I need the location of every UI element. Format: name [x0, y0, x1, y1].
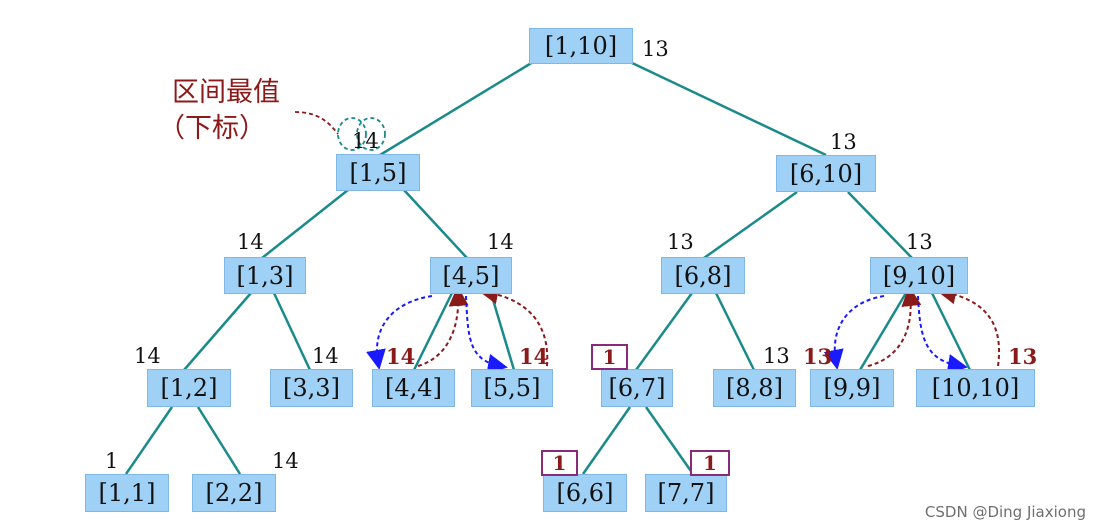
tree-node-6-10: [6,10] — [776, 155, 876, 192]
tree-node-9-10: [9,10] — [870, 257, 968, 294]
edge-9-10-to-9-9 — [858, 292, 908, 371]
node-value-4-4: 14 — [386, 344, 416, 369]
tree-node-1-1: [1,1] — [85, 474, 169, 512]
arrow-down-4-5-to-5-5 — [465, 295, 508, 374]
node-value-8-8: 13 — [763, 344, 790, 368]
node-value-6-7: 1 — [591, 344, 628, 370]
node-value-4-5: 14 — [487, 230, 514, 254]
annotation-label-index: （下标） — [158, 113, 266, 144]
node-value-1-3: 14 — [237, 230, 264, 254]
edge-1-10-to-1-5 — [379, 60, 534, 157]
edge-4-5-to-4-4 — [412, 292, 454, 371]
annotation-label-range-max: 区间最值 — [172, 77, 280, 108]
node-value-3-3: 14 — [312, 344, 339, 368]
node-value-1-10: 13 — [642, 37, 669, 61]
watermark: CSDN @Ding Jiaxiong — [924, 503, 1086, 521]
arrow-up-4-4-to-4-5 — [417, 286, 469, 367]
arrow-down-9-10-to-9-9 — [823, 295, 885, 370]
edge-6-10-to-9-10 — [847, 191, 913, 259]
node-value-6-10: 13 — [830, 130, 857, 154]
arrow-down-9-10-to-10-10 — [917, 295, 968, 374]
edge-6-8-to-8-8 — [714, 292, 756, 371]
edge-6-10-to-6-8 — [703, 190, 798, 260]
tree-node-4-4: [4,4] — [372, 369, 455, 407]
arrow-up-5-5-to-4-5 — [478, 284, 549, 367]
edge-1-3-to-3-3 — [272, 292, 312, 371]
tree-node-6-8: [6,8] — [661, 257, 745, 294]
edge-6-7-to-6-6 — [581, 406, 632, 475]
edge-1-2-to-2-2 — [196, 406, 242, 475]
tree-node-6-7: [6,7] — [601, 369, 673, 407]
arrow-up-9-9-to-9-10 — [867, 286, 922, 367]
node-value-1-2: 14 — [134, 344, 161, 368]
node-value-6-6: 1 — [541, 450, 578, 476]
edge-6-8-to-6-7 — [634, 292, 694, 371]
tree-node-7-7: [7,7] — [645, 474, 727, 512]
node-value-1-1: 1 — [105, 449, 119, 473]
node-value-1-5: 14 — [352, 129, 379, 153]
tree-node-1-10: [1,10] — [529, 28, 633, 64]
tree-node-1-5: [1,5] — [336, 154, 420, 191]
node-value-10-10: 13 — [1008, 344, 1038, 369]
edge-1-2-to-1-1 — [124, 406, 174, 475]
node-value-7-7: 1 — [690, 450, 730, 476]
node-value-2-2: 14 — [272, 449, 299, 473]
tree-node-2-2: [2,2] — [192, 474, 276, 512]
arrow-up-10-10-to-9-10 — [936, 284, 1000, 367]
annotation-circle-right — [356, 117, 386, 151]
tree-node-9-9: [9,9] — [810, 369, 894, 407]
edge-1-3-to-1-2 — [183, 292, 252, 371]
tree-node-10-10: [10,10] — [916, 369, 1035, 407]
annotation-circle-left — [337, 117, 367, 151]
tree-node-4-5: [4,5] — [430, 257, 512, 294]
edge-1-10-to-6-10 — [629, 60, 827, 157]
edge-4-5-to-5-5 — [489, 292, 516, 371]
edge-9-10-to-10-10 — [930, 292, 972, 371]
tree-node-1-3: [1,3] — [224, 257, 306, 294]
edge-6-7-to-7-7 — [644, 406, 695, 475]
tree-node-5-5: [5,5] — [471, 369, 553, 407]
node-value-9-10: 13 — [906, 230, 933, 254]
tree-node-6-6: [6,6] — [543, 474, 627, 512]
tree-node-3-3: [3,3] — [270, 369, 353, 407]
edge-1-5-to-4-5 — [403, 189, 468, 259]
tree-node-8-8: [8,8] — [713, 369, 796, 407]
node-value-6-8: 13 — [667, 230, 694, 254]
tree-node-1-2: [1,2] — [147, 369, 231, 407]
annotation-leader-line — [294, 111, 339, 135]
node-value-5-5: 14 — [519, 344, 549, 369]
edge-1-5-to-1-3 — [261, 189, 349, 259]
arrow-down-4-5-to-4-4 — [366, 295, 433, 370]
node-value-9-9: 13 — [803, 344, 833, 369]
